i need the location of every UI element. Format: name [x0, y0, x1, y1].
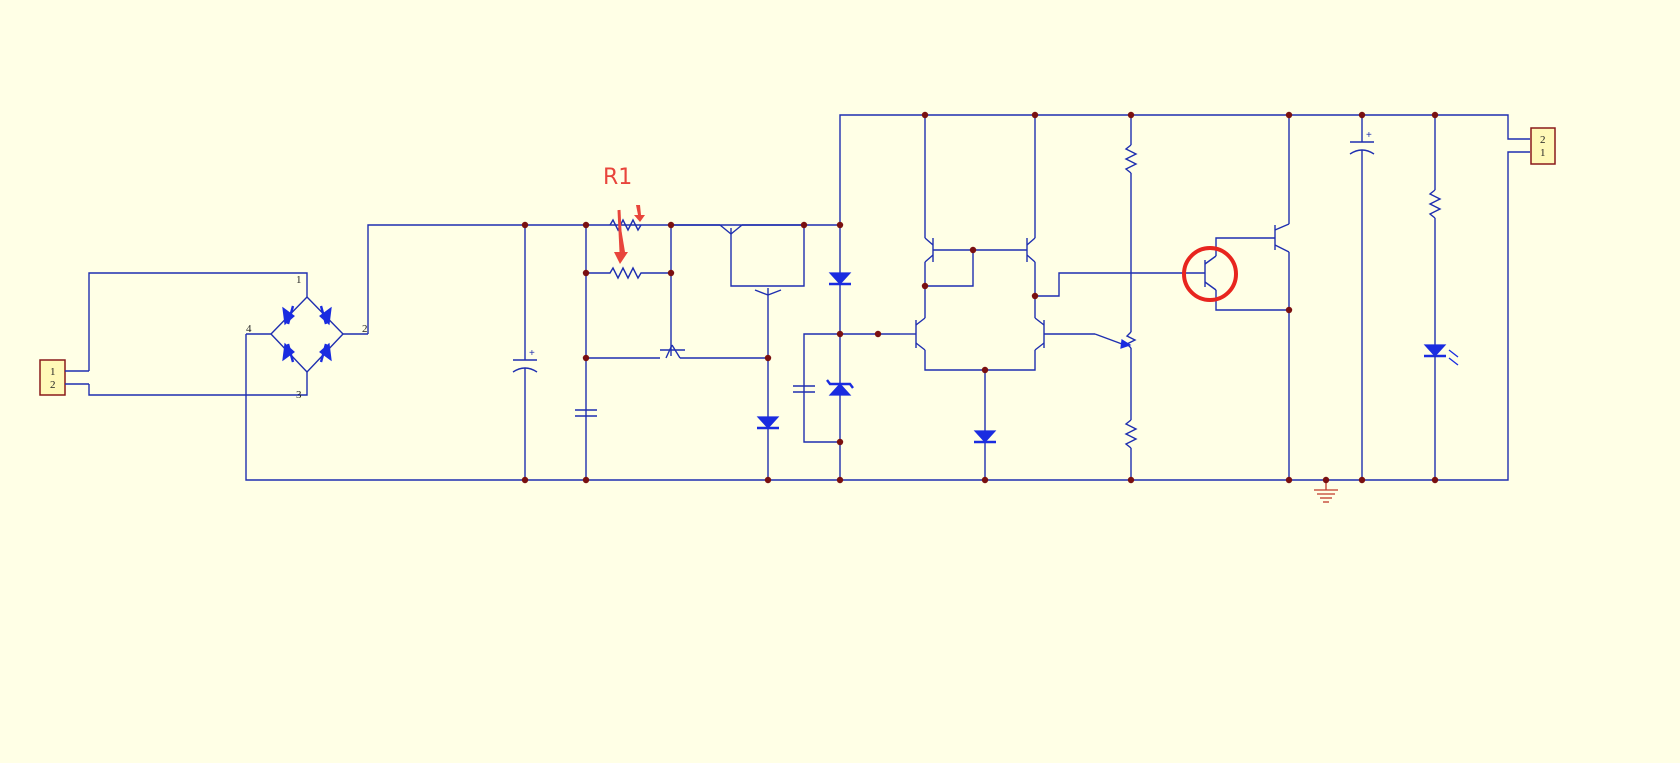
led-indicator[interactable] [1423, 115, 1459, 480]
resistor-network-r1[interactable] [575, 218, 672, 480]
junction-dots [521, 111, 1439, 484]
transistor-q1[interactable] [660, 344, 768, 359]
r1-annotation: R1 [603, 165, 645, 264]
highlight-circle [1182, 246, 1238, 302]
pass-transistor[interactable] [1274, 115, 1290, 480]
capacitor-2-plus: + [1366, 130, 1372, 141]
output-connector[interactable]: 2 1 [1530, 127, 1556, 165]
differential-amplifier[interactable] [900, 115, 1130, 480]
power-rails [245, 114, 1530, 481]
electrolytic-capacitor-2[interactable]: + [1349, 115, 1375, 480]
diode-d3[interactable] [973, 430, 997, 444]
bridge-pin-right: 2 [362, 323, 368, 335]
reference-section [793, 225, 900, 480]
electrolytic-capacitor-1[interactable]: + [512, 225, 538, 480]
capacitor-1-plus: + [529, 348, 535, 359]
bridge-pin-top: 1 [296, 274, 302, 286]
ground-symbol [1314, 480, 1338, 503]
input-pin-2: 2 [50, 379, 56, 391]
diode-d2[interactable] [828, 272, 852, 286]
transistor-q2[interactable] [671, 224, 805, 287]
zener-diode[interactable] [826, 379, 854, 396]
output-pin-2: 2 [1540, 134, 1546, 146]
diode-d1[interactable] [756, 416, 780, 430]
output-pin-1: 1 [1540, 147, 1546, 159]
bridge-rectifier[interactable]: 4 2 1 3 [246, 274, 368, 401]
input-pin-1: 1 [50, 366, 56, 378]
r1-label: R1 [603, 165, 632, 190]
bridge-pin-left: 4 [246, 323, 252, 335]
bridge-pin-bottom: 3 [296, 389, 302, 401]
input-connector[interactable]: 1 2 [39, 359, 89, 396]
voltage-divider[interactable] [1094, 115, 1138, 480]
transistor-q3[interactable] [754, 288, 782, 480]
input-wiring [88, 272, 308, 396]
